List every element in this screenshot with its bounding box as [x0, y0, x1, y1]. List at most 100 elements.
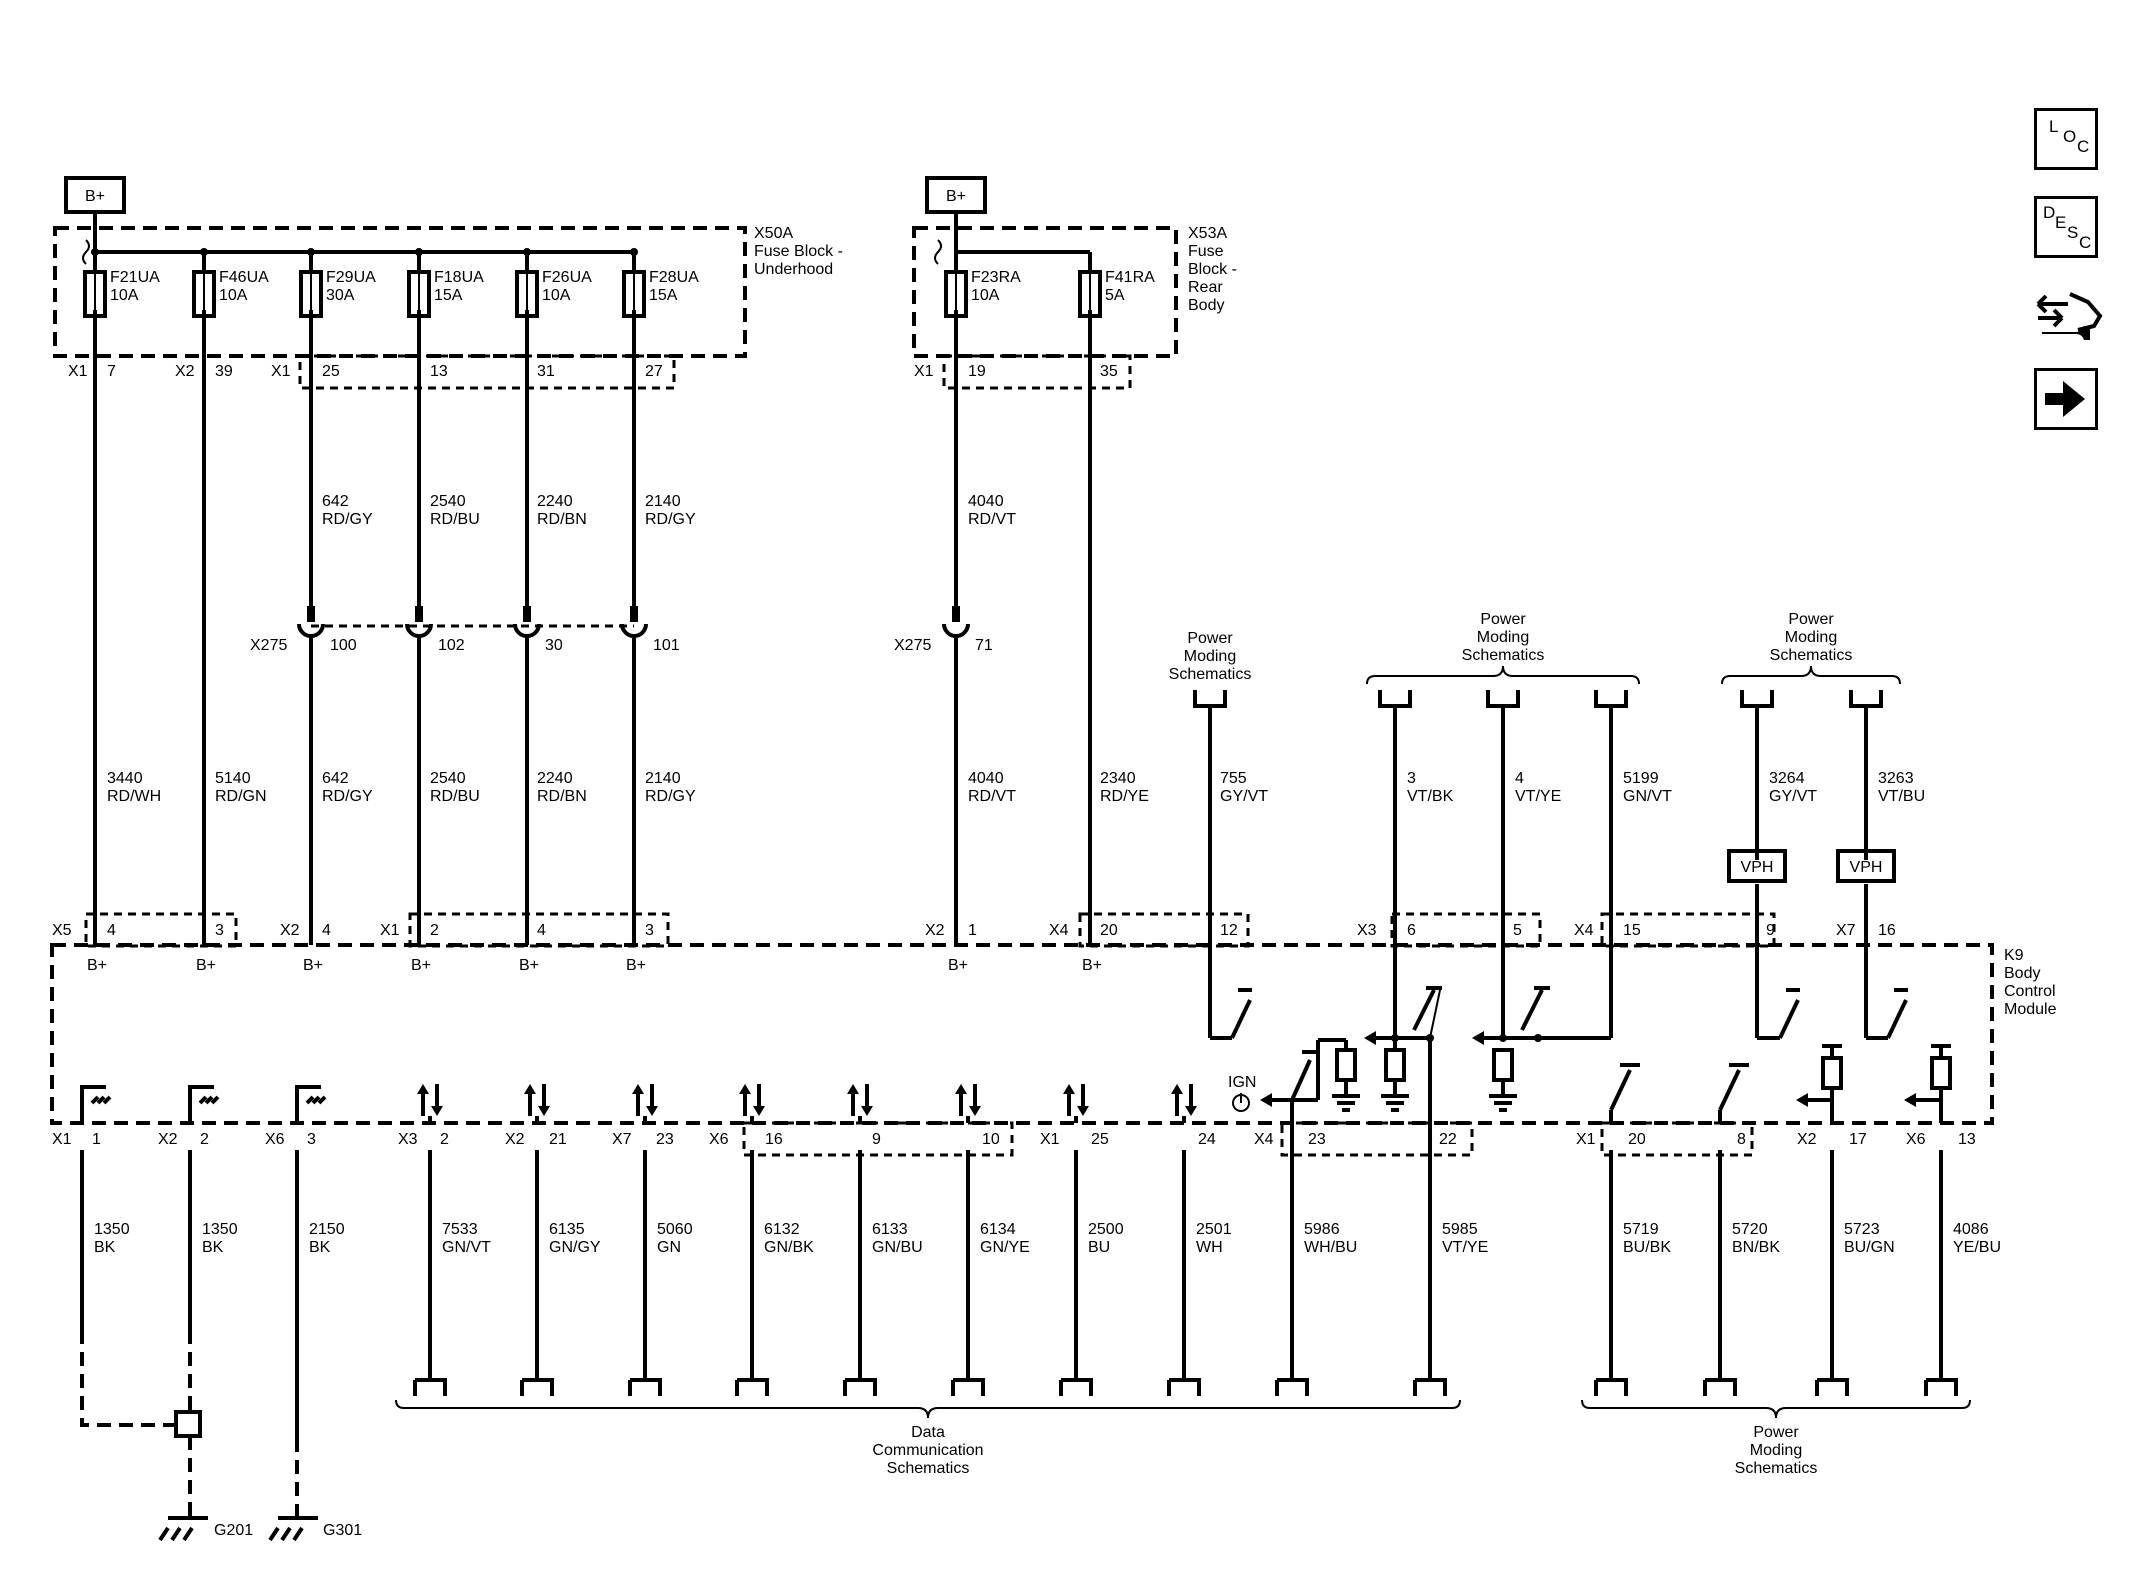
- svg-text:5199: 5199: [1623, 770, 1659, 787]
- svg-text:15A: 15A: [649, 287, 678, 304]
- next-arrow-icon: [2045, 381, 2085, 417]
- svg-text:VT/BK: VT/BK: [1407, 788, 1454, 805]
- svg-text:6134: 6134: [980, 1221, 1016, 1238]
- svg-text:30: 30: [545, 637, 563, 654]
- connector-tools-icon[interactable]: [2034, 284, 2106, 348]
- module-output-switches: [1609, 1044, 1952, 1123]
- svg-text:5719: 5719: [1623, 1221, 1659, 1238]
- svg-text:1: 1: [968, 922, 977, 939]
- power-moding-ref-3: Power Moding Schematics: [1770, 611, 1853, 664]
- svg-text:Moding: Moding: [1477, 629, 1529, 646]
- svg-text:RD/BN: RD/BN: [537, 511, 587, 528]
- svg-text:642: 642: [322, 493, 349, 510]
- module-top-connector-labels: X5 X2 X1 X2 X4 X3 X4 X7: [52, 922, 1856, 939]
- svg-text:X4: X4: [1254, 1131, 1274, 1148]
- svg-text:B+: B+: [948, 957, 968, 974]
- fuse-connector-labels: X1 X2 X1 X1: [68, 363, 934, 380]
- splice-labels: X275 100 102 30 101 X275 71: [250, 637, 993, 654]
- fuse-block-x50a-label: X50A Fuse Block - Underhood: [754, 225, 843, 278]
- connector-x53a-shell: [942, 354, 1132, 390]
- data-link-arrow-1: [524, 1084, 550, 1123]
- svg-text:4: 4: [107, 922, 116, 939]
- svg-text:BK: BK: [94, 1239, 116, 1256]
- desc-button[interactable]: D E S C: [2034, 196, 2098, 258]
- ground-g301: G301: [268, 1150, 362, 1542]
- svg-text:3263: 3263: [1878, 770, 1914, 787]
- svg-text:2: 2: [200, 1131, 209, 1148]
- svg-text:X53A: X53A: [1188, 225, 1227, 242]
- svg-text:X275: X275: [894, 637, 931, 654]
- loc-button[interactable]: L O C: [2034, 108, 2098, 170]
- svg-text:GY/VT: GY/VT: [1220, 788, 1268, 805]
- svg-text:B+: B+: [1082, 957, 1102, 974]
- svg-text:GN/GY: GN/GY: [549, 1239, 601, 1256]
- svg-text:2240: 2240: [537, 493, 573, 510]
- svg-text:VPH: VPH: [1850, 859, 1883, 876]
- svg-text:G301: G301: [323, 1522, 362, 1539]
- svg-text:BN/BK: BN/BK: [1732, 1239, 1780, 1256]
- svg-text:F41RA: F41RA: [1105, 269, 1155, 286]
- svg-text:GN/BU: GN/BU: [872, 1239, 923, 1256]
- svg-text:GN/VT: GN/VT: [442, 1239, 491, 1256]
- svg-text:Underhood: Underhood: [754, 261, 833, 278]
- svg-text:B+: B+: [85, 188, 105, 205]
- ground-g201: G201: [80, 1150, 253, 1542]
- svg-text:Block -: Block -: [1188, 261, 1237, 278]
- svg-text:RD/GN: RD/GN: [215, 788, 267, 805]
- svg-text:15A: 15A: [434, 287, 463, 304]
- svg-text:2501: 2501: [1196, 1221, 1232, 1238]
- data-link-arrow-3: [739, 1084, 765, 1123]
- svg-text:Body: Body: [2004, 965, 2040, 982]
- svg-text:F21UA: F21UA: [110, 269, 160, 286]
- svg-text:4: 4: [1515, 770, 1524, 787]
- svg-text:10A: 10A: [110, 287, 139, 304]
- module-bottom-connector-shells: [742, 1121, 1754, 1157]
- svg-text:20: 20: [1100, 922, 1118, 939]
- next-arrow-button[interactable]: [2034, 368, 2098, 430]
- svg-text:1350: 1350: [202, 1221, 238, 1238]
- data-link-arrows: [417, 1084, 1197, 1123]
- svg-text:GN/YE: GN/YE: [980, 1239, 1030, 1256]
- battery-symbol-1: B+: [64, 176, 126, 214]
- svg-text:Schematics: Schematics: [1169, 666, 1252, 683]
- svg-text:Power: Power: [1788, 611, 1834, 628]
- svg-text:25: 25: [322, 363, 340, 380]
- svg-text:GN: GN: [657, 1239, 681, 1256]
- module-bottom-connector-labels: X1 X2 X6 X3 X2 X7 X6 X1 X4 X1 X2 X6: [52, 1131, 1926, 1148]
- svg-text:3: 3: [215, 922, 224, 939]
- svg-text:X1: X1: [52, 1131, 72, 1148]
- svg-text:Moding: Moding: [1785, 629, 1837, 646]
- svg-text:X6: X6: [1906, 1131, 1926, 1148]
- svg-text:BK: BK: [202, 1239, 224, 1256]
- svg-text:X2: X2: [925, 922, 945, 939]
- svg-text:F28UA: F28UA: [649, 269, 699, 286]
- svg-text:BU/GN: BU/GN: [1844, 1239, 1895, 1256]
- svg-text:101: 101: [653, 637, 680, 654]
- svg-text:X3: X3: [1357, 922, 1377, 939]
- svg-text:9: 9: [872, 1131, 881, 1148]
- module-ground-symbols: [80, 1085, 327, 1123]
- vertical-wires: [93, 310, 1868, 945]
- svg-text:4: 4: [322, 922, 331, 939]
- svg-text:8: 8: [1737, 1131, 1746, 1148]
- data-link-arrow-2: [632, 1084, 658, 1123]
- svg-text:6132: 6132: [764, 1221, 800, 1238]
- fuse-block-x53a-label: X53A Fuse Block - Rear Body: [1188, 225, 1237, 314]
- svg-text:21: 21: [549, 1131, 567, 1148]
- svg-text:2: 2: [430, 922, 439, 939]
- svg-text:X1: X1: [1040, 1131, 1060, 1148]
- svg-text:25: 25: [1091, 1131, 1109, 1148]
